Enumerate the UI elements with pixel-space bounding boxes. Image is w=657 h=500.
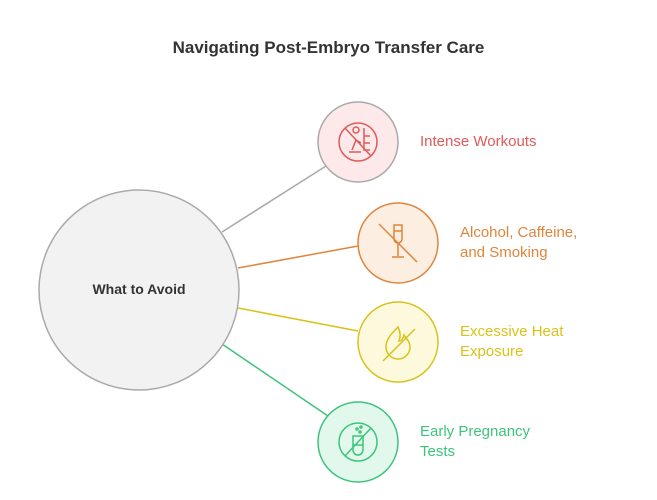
connector-intense-workouts (221, 165, 327, 233)
connector-pregnancy-tests (221, 343, 329, 417)
label-line: Intense Workouts (420, 133, 537, 150)
no-exercise-icon (338, 122, 378, 162)
connector-heat (237, 307, 359, 332)
item-label-alcohol: Alcohol, Caffeine, and Smoking (460, 223, 577, 263)
label-line: Tests (420, 443, 456, 460)
item-label-intense-workouts: Intense Workouts (420, 132, 536, 152)
item-label-pregnancy-tests: Early Pregnancy Tests (420, 422, 530, 462)
no-alcohol-icon (378, 223, 418, 263)
node-heat (357, 301, 439, 383)
label-line: Excessive Heat (460, 323, 564, 340)
label-line: and Smoking (460, 244, 548, 261)
label-line: Early Pregnancy (420, 423, 531, 440)
connector-alcohol (237, 245, 359, 269)
label-line: Exposure (460, 343, 524, 360)
diagram-title: Navigating Post-Embryo Transfer Care (172, 38, 485, 57)
item-label-heat: Excessive Heat Exposure (460, 322, 563, 362)
label-line: Alcohol, Caffeine, (460, 224, 578, 241)
center-label: What to Avoid (92, 281, 186, 297)
no-heat-icon (382, 325, 416, 362)
no-test-tube-icon (338, 422, 378, 462)
center-node (38, 189, 240, 391)
